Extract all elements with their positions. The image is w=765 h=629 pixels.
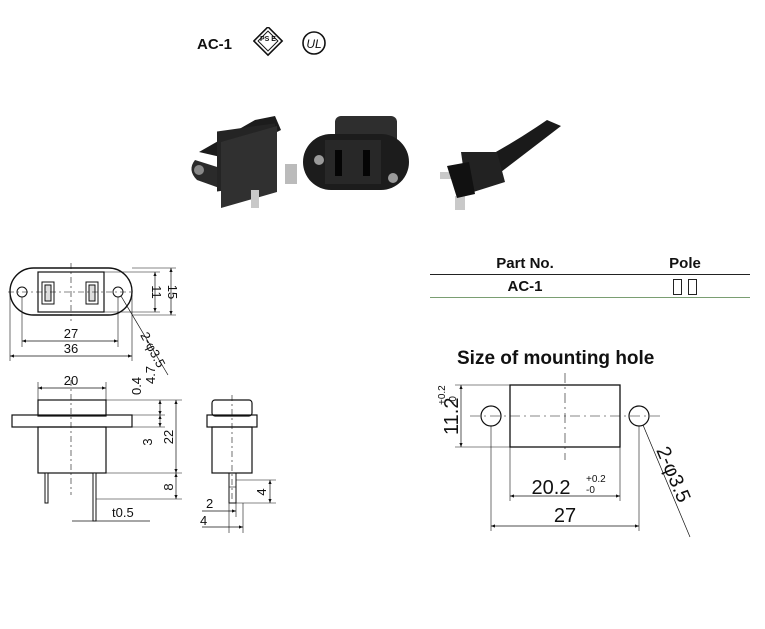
side-view [11, 380, 182, 522]
cell-pole [620, 274, 750, 299]
dim-hole-width-tol-upper: +0.2 [586, 474, 606, 485]
dim-end-width: 4 [200, 513, 207, 528]
pse-diamond-mark-icon: PS E [253, 27, 284, 57]
dim-front-overall: 36 [64, 341, 78, 356]
dim-front-pitch: 27 [64, 326, 78, 341]
ul-listed-mark-icon: UL [302, 31, 326, 55]
pole-icon [688, 279, 697, 296]
ul-mark-text: UL [306, 37, 321, 51]
dim-hole-width-tol-lower: -0 [586, 485, 595, 496]
dim-front-h-outer: 15 [165, 285, 180, 299]
dim-hole-width: 20.2 [532, 477, 571, 499]
dim-end-pin-len: 4 [254, 488, 269, 495]
header-pole: Pole [620, 252, 750, 275]
product-photo-plug [440, 120, 561, 210]
certification-marks: PS E UL [253, 27, 326, 57]
pse-mark-text: PS E [260, 36, 276, 43]
end-view [202, 395, 276, 533]
dim-side-gap: 3 [140, 438, 155, 445]
product-photo-socket-angled [191, 116, 297, 208]
dim-hole-pitch: 27 [554, 505, 576, 527]
dim-hole-height-tol-lower: -0 [448, 396, 459, 405]
product-photos [191, 116, 561, 210]
dim-side-thickness: t0.5 [112, 505, 134, 520]
dim-side-t2: 4.7 [143, 366, 158, 384]
table-row: AC-1 [430, 274, 750, 299]
header-part-no: Part No. [430, 252, 620, 275]
dim-end-pin-w: 2 [206, 496, 213, 511]
dim-front-hole: 2-φ3.5 [137, 329, 168, 370]
dim-hole-diameter: 2-φ3.5 [651, 443, 694, 506]
technical-drawing: 27 36 11 15 2-φ3.5 20 0.4 4.7 3 22 8 t0.… [8, 263, 695, 538]
cell-part-no: AC-1 [430, 274, 620, 299]
spec-table-header: Part No. Pole [430, 252, 750, 275]
front-view [8, 263, 176, 376]
dim-front-h-inner: 11 [149, 285, 164, 299]
dim-side-body: 22 [161, 430, 176, 444]
mounting-hole-diagram [455, 373, 691, 538]
spec-table: Part No. Pole AC-1 [430, 252, 750, 299]
mounting-hole-title: Size of mounting hole [457, 348, 655, 369]
page-title: AC-1 [197, 36, 233, 53]
dim-side-width: 20 [64, 373, 78, 388]
product-photo-socket-front [303, 116, 409, 190]
dim-hole-height-tol-upper: +0.2 [437, 385, 448, 405]
dim-hole-height: 11.2 [441, 398, 463, 435]
dim-side-t1: 0.4 [129, 377, 144, 395]
pole-icon [673, 279, 682, 296]
dim-side-pin: 8 [161, 483, 176, 490]
